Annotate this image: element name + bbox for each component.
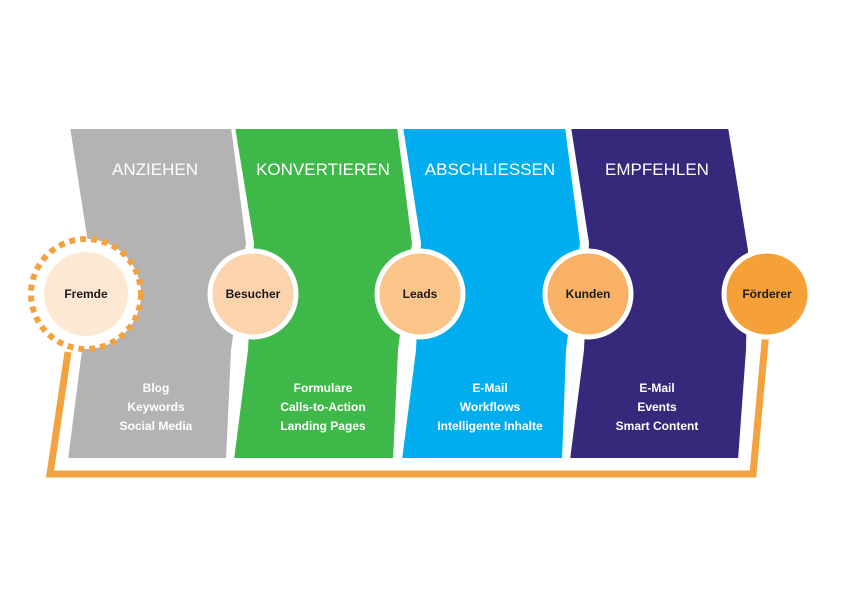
stage-konvertieren-title: KONVERTIEREN	[256, 160, 390, 179]
stage-empfehlen-item-3: Smart Content	[616, 419, 699, 433]
stage-abschliessen-title: ABSCHLIESSEN	[425, 160, 555, 179]
node-foerderer-label: Förderer	[742, 287, 792, 301]
node-foerderer-circle	[721, 248, 813, 340]
stage-konvertieren-item-3: Landing Pages	[280, 419, 366, 433]
stage-empfehlen-item-1: E-Mail	[639, 381, 674, 395]
node-fremde-circle	[44, 252, 128, 336]
stage-abschliessen-item-1: E-Mail	[472, 381, 507, 395]
stage-anziehen-title: ANZIEHEN	[112, 160, 198, 179]
stage-anziehen-item-1: Blog	[143, 381, 170, 395]
stage-anziehen: ANZIEHEN Blog Keywords Social Media	[63, 125, 251, 462]
stage-anziehen-item-2: Keywords	[127, 400, 185, 414]
node-kunden-label: Kunden	[566, 287, 611, 301]
node-leads-label: Leads	[403, 287, 438, 301]
node-besucher: Besucher	[207, 248, 299, 340]
node-leads-circle	[374, 248, 466, 340]
stage-abschliessen: ABSCHLIESSEN E-Mail Workflows Intelligen…	[397, 125, 585, 462]
stage-anziehen-item-3: Social Media	[120, 419, 193, 433]
stage-empfehlen-item-2: Events	[637, 400, 677, 414]
node-besucher-circle	[207, 248, 299, 340]
outline-frame	[45, 319, 771, 478]
node-besucher-label: Besucher	[226, 287, 281, 301]
stage-abschliessen-item-2: Workflows	[460, 400, 521, 414]
stage-konvertieren-item-1: Formulare	[294, 381, 353, 395]
node-foerderer: Förderer	[721, 248, 813, 340]
node-kunden: Kunden	[542, 248, 634, 340]
node-kunden-circle	[542, 248, 634, 340]
stage-empfehlen: EMPFEHLEN E-Mail Events Smart Content	[565, 125, 753, 462]
node-fremde-label: Fremde	[64, 287, 108, 301]
stage-empfehlen-title: EMPFEHLEN	[605, 160, 709, 179]
stage-konvertieren-item-2: Calls-to-Action	[280, 400, 365, 414]
stage-abschliessen-item-3: Intelligente Inhalte	[437, 419, 543, 433]
node-leads: Leads	[374, 248, 466, 340]
node-fremde: Fremde	[28, 236, 144, 352]
